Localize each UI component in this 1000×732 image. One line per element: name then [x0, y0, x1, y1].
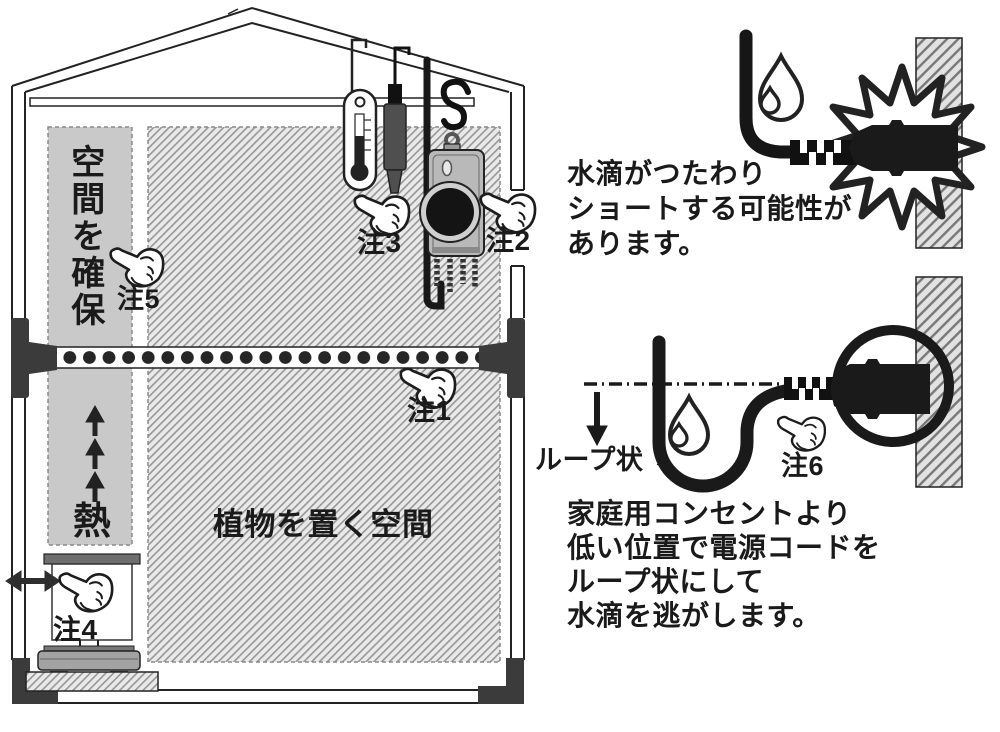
- pointing-hand-icon-note6: [776, 415, 827, 452]
- note4-label: 注4: [53, 614, 98, 645]
- short-circuit-caption: 水滴がつたわり ショートする可能性が あります。: [567, 156, 852, 261]
- cord-crimp: [790, 140, 856, 165]
- clearance-label: 空間を確保: [65, 144, 104, 329]
- drip-loop-caption: 家庭用コンセントより 低い位置で電源コードを ループ状にして 水滴を逃がします。: [567, 497, 881, 633]
- caption-line: 家庭用コンセントより: [567, 498, 852, 529]
- heat-arrows: [85, 404, 105, 502]
- thermometer-icon: [342, 38, 378, 192]
- water-drop-icon: [757, 51, 805, 122]
- drip-loop-illustration: [584, 276, 963, 493]
- device-power-cord: [423, 56, 445, 310]
- caption-line: 水滴を逃がします。: [567, 600, 821, 631]
- power-plug-icon: [849, 120, 958, 176]
- caption-line: 低い位置で電源コードを: [567, 532, 881, 563]
- water-drop-icon: [667, 392, 711, 456]
- power-cord: [739, 29, 799, 159]
- note3-label: 注3: [357, 227, 402, 258]
- note5-label: 注5: [117, 284, 161, 314]
- caption-line: あります。: [567, 228, 707, 259]
- greenhouse-illustration: [5, 6, 537, 704]
- down-arrow: [586, 392, 608, 447]
- power-plug-icon: [830, 359, 930, 419]
- drip-loop-cord: [652, 335, 800, 493]
- cord-crimp: [784, 377, 834, 400]
- note2-label: 注2: [486, 225, 531, 256]
- loop-shape-label: ループ状 →: [535, 445, 679, 475]
- plants-area-label: 植物を置く空間: [213, 507, 434, 542]
- hanging-pole: [29, 97, 475, 107]
- bar-brackets: [11, 318, 525, 398]
- heating-cable-bar: [54, 346, 488, 369]
- thermostat-device: [419, 143, 485, 292]
- caption-line: ショートする可能性が: [567, 193, 853, 224]
- clearance-arrow: [5, 570, 61, 592]
- note1-label: 注1: [407, 395, 452, 426]
- caption-line: ループ状にして: [567, 566, 764, 597]
- sensor-probe-icon: [383, 46, 411, 194]
- heat-label: 熱: [73, 501, 112, 543]
- clearance-area: [47, 126, 133, 546]
- heater-platform: [25, 671, 159, 692]
- caption-line: 水滴がつたわり: [567, 158, 767, 189]
- drip-short-illustration: [739, 29, 986, 249]
- note6-label: 注6: [781, 451, 825, 481]
- corner-braces: [12, 658, 524, 704]
- device-cords: [434, 259, 478, 292]
